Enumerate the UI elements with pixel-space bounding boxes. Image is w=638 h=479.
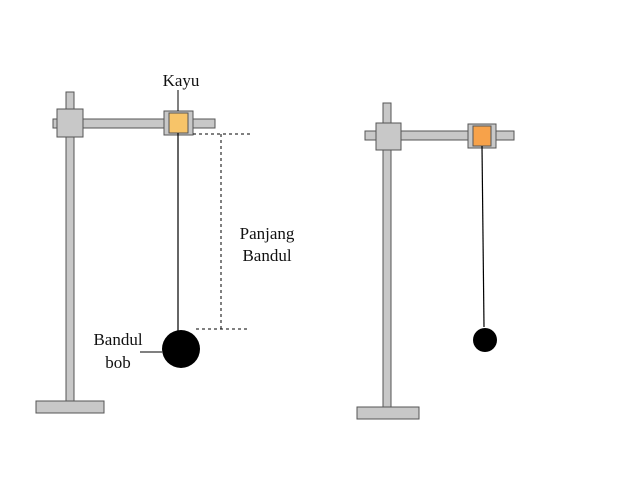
bob-label-line2: bob [105,353,131,372]
right-wood-block [472,125,492,147]
left-clamp [56,108,84,138]
left-pendulum-setup: Kayu Panjang Bandul Bandul bob [35,71,295,414]
left-pendulum-bob [162,330,200,368]
left-crossbar [52,118,216,129]
left-wood-block [168,112,189,134]
right-stand-base [356,406,420,420]
bob-label-line1: Bandul [93,330,142,349]
right-crossbar [364,130,515,141]
wood-label: Kayu [163,71,200,90]
left-stand-base [35,400,105,414]
right-pendulum-string [481,145,485,328]
length-label-line2: Bandul [242,246,291,265]
right-clamp [375,122,402,151]
length-label-line1: Panjang [240,224,295,243]
right-pendulum-bob [473,328,497,352]
right-pendulum-setup [356,102,515,420]
left-stand-rod [65,91,75,403]
